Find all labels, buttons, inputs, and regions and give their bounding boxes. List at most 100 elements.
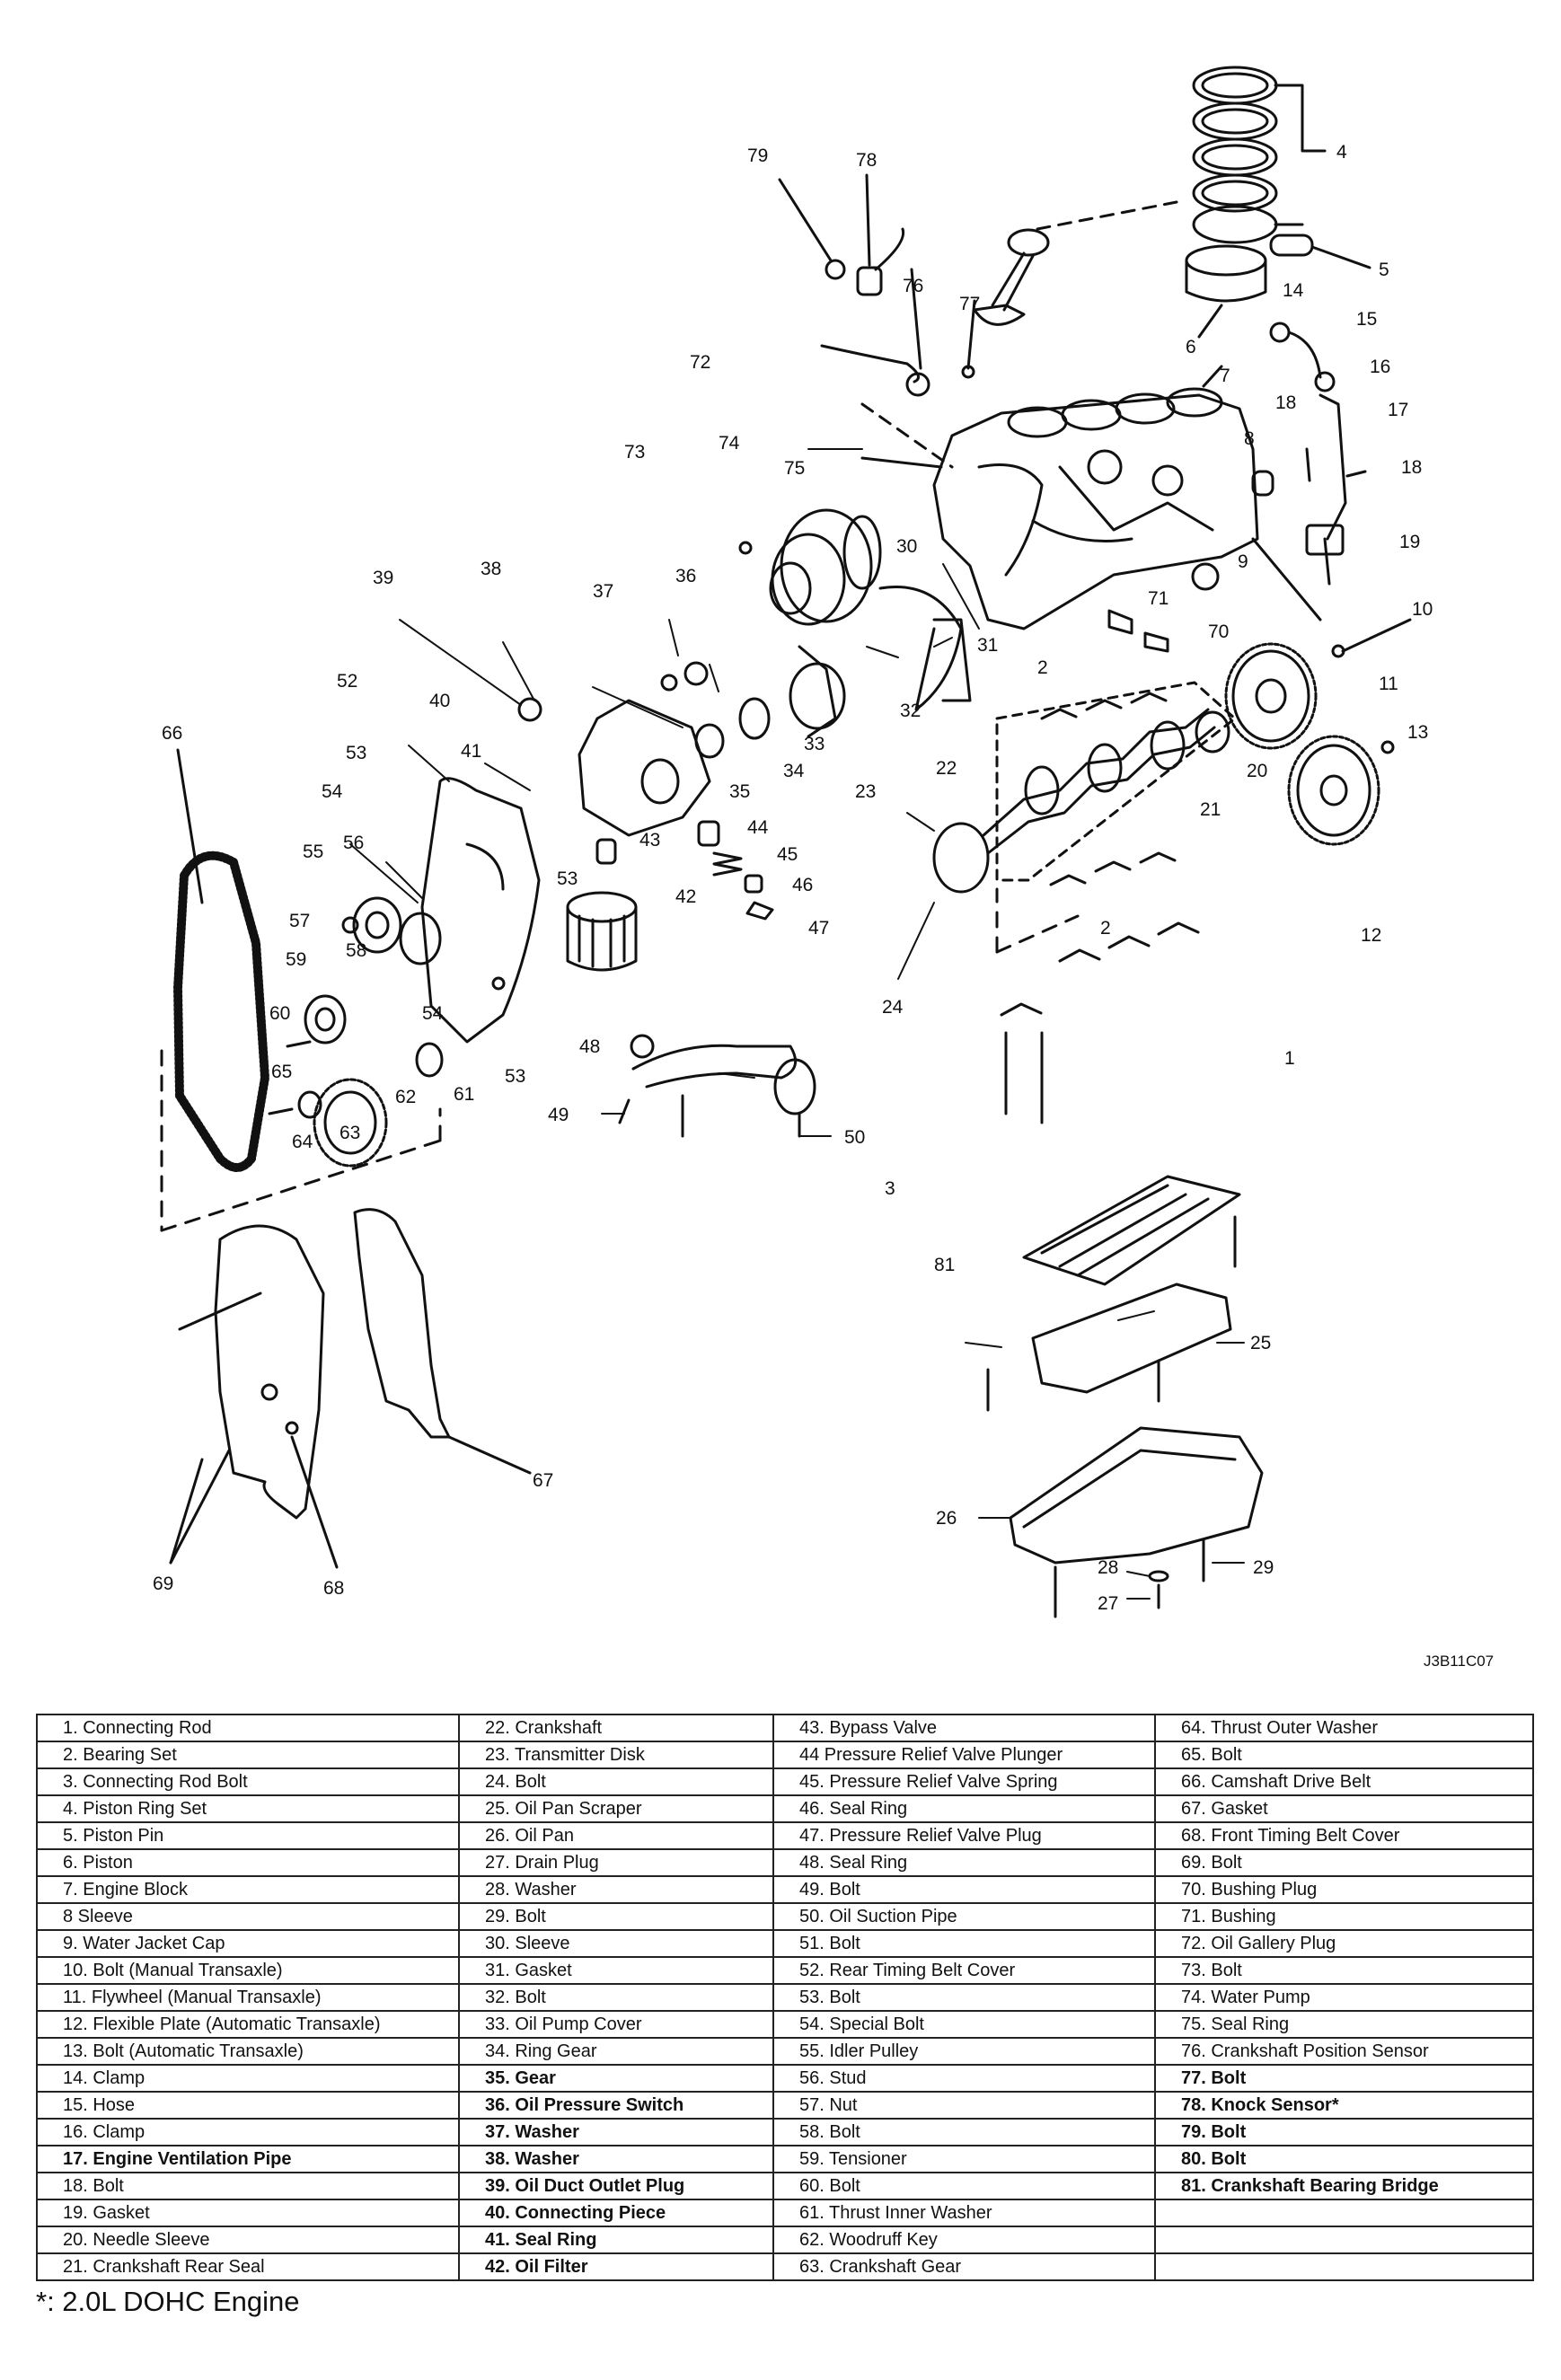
callout-19: 19	[1399, 532, 1420, 552]
figure-id: J3B11C07	[1424, 1653, 1494, 1670]
legend-cell: 50. Oil Suction Pipe	[772, 1902, 1156, 1931]
legend-cell: 5. Piston Pin	[36, 1821, 460, 1850]
legend-cell: 9. Water Jacket Cap	[36, 1929, 460, 1958]
callout-16: 16	[1370, 357, 1390, 377]
callout-11: 11	[1379, 674, 1398, 694]
callout-60: 60	[269, 1003, 290, 1024]
legend-cell: 48. Seal Ring	[772, 1848, 1156, 1877]
legend-cell: 51. Bolt	[772, 1929, 1156, 1958]
callout-62: 62	[395, 1087, 416, 1107]
legend-cell: 17. Engine Ventilation Pipe	[36, 2145, 460, 2173]
relief-valve	[697, 820, 774, 921]
callout-20: 20	[1247, 761, 1267, 781]
legend-cell: 59. Tensioner	[772, 2145, 1156, 2173]
callout-37: 37	[593, 581, 613, 602]
callout-6: 6	[1186, 337, 1196, 357]
legend-cell: 2. Bearing Set	[36, 1741, 460, 1769]
legend-cell: 26. Oil Pan	[458, 1821, 774, 1850]
callout-53-bottom: 53	[505, 1066, 525, 1087]
callout-78: 78	[856, 150, 877, 171]
callout-24: 24	[882, 997, 904, 1018]
sleeve-and-cap	[1107, 470, 1274, 653]
callout-33: 33	[804, 734, 825, 754]
callout-9: 9	[1238, 551, 1248, 572]
callout-53-mid: 53	[557, 868, 578, 889]
legend-cell: 80. Bolt	[1154, 2145, 1534, 2173]
callout-73: 73	[624, 442, 645, 463]
legend-cell: 65. Bolt	[1154, 1741, 1534, 1769]
piston-ring-set	[1192, 66, 1327, 244]
legend-cell: 56. Stud	[772, 2064, 1156, 2093]
legend-cell: 62. Woodruff Key	[772, 2226, 1156, 2254]
callout-39: 39	[373, 568, 393, 588]
legend-cell: 55. Idler Pulley	[772, 2037, 1156, 2066]
legend-cell: 8 Sleeve	[36, 1902, 460, 1931]
legend-cell: 27. Drain Plug	[458, 1848, 774, 1877]
front-timing-belt-cover	[178, 1224, 325, 1520]
legend-cell: 40. Connecting Piece	[458, 2199, 774, 2227]
legend-cell: 22. Crankshaft	[458, 1714, 774, 1742]
callout-labels: 1 2 2 3 4 5 6 7 8 9 10 11 12 13 14 15 16…	[153, 142, 1494, 1670]
legend-cell: 69. Bolt	[1154, 1848, 1534, 1877]
tensioner	[286, 994, 347, 1048]
legend-cell: 37. Washer	[458, 2118, 774, 2146]
legend-cell: 10. Bolt (Manual Transaxle)	[36, 1956, 460, 1985]
callout-31: 31	[977, 635, 998, 656]
oil-pan	[1009, 1426, 1264, 1618]
callout-45: 45	[777, 844, 798, 865]
legend-cell: 70. Bushing Plug	[1154, 1875, 1534, 1904]
legend-cell: 4. Piston Ring Set	[36, 1794, 460, 1823]
rear-timing-belt-cover	[420, 777, 541, 1044]
legend-cell: 32. Bolt	[458, 1983, 774, 2012]
legend-cell: 81. Crankshaft Bearing Bridge	[1154, 2172, 1534, 2200]
callout-64: 64	[292, 1132, 313, 1152]
bearing-bridge	[1022, 1175, 1241, 1286]
callout-14: 14	[1283, 280, 1304, 301]
legend-cell: 63. Crankshaft Gear	[772, 2252, 1156, 2281]
callout-26: 26	[936, 1508, 957, 1529]
legend-cell: 7. Engine Block	[36, 1875, 460, 1904]
callout-10: 10	[1412, 599, 1433, 620]
legend-cell: 11. Flywheel (Manual Transaxle)	[36, 1983, 460, 2012]
legend-cell: 1. Connecting Rod	[36, 1714, 460, 1742]
legend-cell: 25. Oil Pan Scraper	[458, 1794, 774, 1823]
callout-46: 46	[792, 875, 813, 895]
callout-61: 61	[454, 1084, 474, 1105]
bolt-leaders	[169, 1435, 339, 1569]
callout-8: 8	[1244, 428, 1255, 449]
callout-30: 30	[896, 536, 917, 557]
callout-40: 40	[429, 691, 450, 711]
callout-32: 32	[900, 701, 921, 721]
callout-3: 3	[885, 1178, 895, 1199]
callout-13: 13	[1407, 722, 1428, 743]
legend-cell	[1154, 2252, 1534, 2281]
legend-cell: 67. Gasket	[1154, 1794, 1534, 1823]
legend-cell: 72. Oil Gallery Plug	[1154, 1929, 1534, 1958]
callout-38: 38	[481, 559, 501, 579]
legend-cell: 6. Piston	[36, 1848, 460, 1877]
legend-cell: 41. Seal Ring	[458, 2226, 774, 2254]
legend-cell: 18. Bolt	[36, 2172, 460, 2200]
callout-48: 48	[579, 1036, 600, 1057]
engine-block	[860, 365, 1322, 630]
callout-42: 42	[675, 886, 696, 907]
callout-25: 25	[1250, 1333, 1271, 1353]
legend-cell: 13. Bolt (Automatic Transaxle)	[36, 2037, 460, 2066]
callout-66: 66	[162, 723, 182, 744]
callout-68: 68	[323, 1578, 344, 1599]
callout-54-top: 54	[322, 781, 343, 802]
callout-7: 7	[1220, 366, 1230, 386]
legend-cell: 52. Rear Timing Belt Cover	[772, 1956, 1156, 1985]
legend-cell: 68. Front Timing Belt Cover	[1154, 1821, 1534, 1850]
callout-56: 56	[343, 833, 364, 853]
diagram-canvas: 1 2 2 3 4 5 6 7 8 9 10 11 12 13 14 15 16…	[153, 66, 1494, 1670]
